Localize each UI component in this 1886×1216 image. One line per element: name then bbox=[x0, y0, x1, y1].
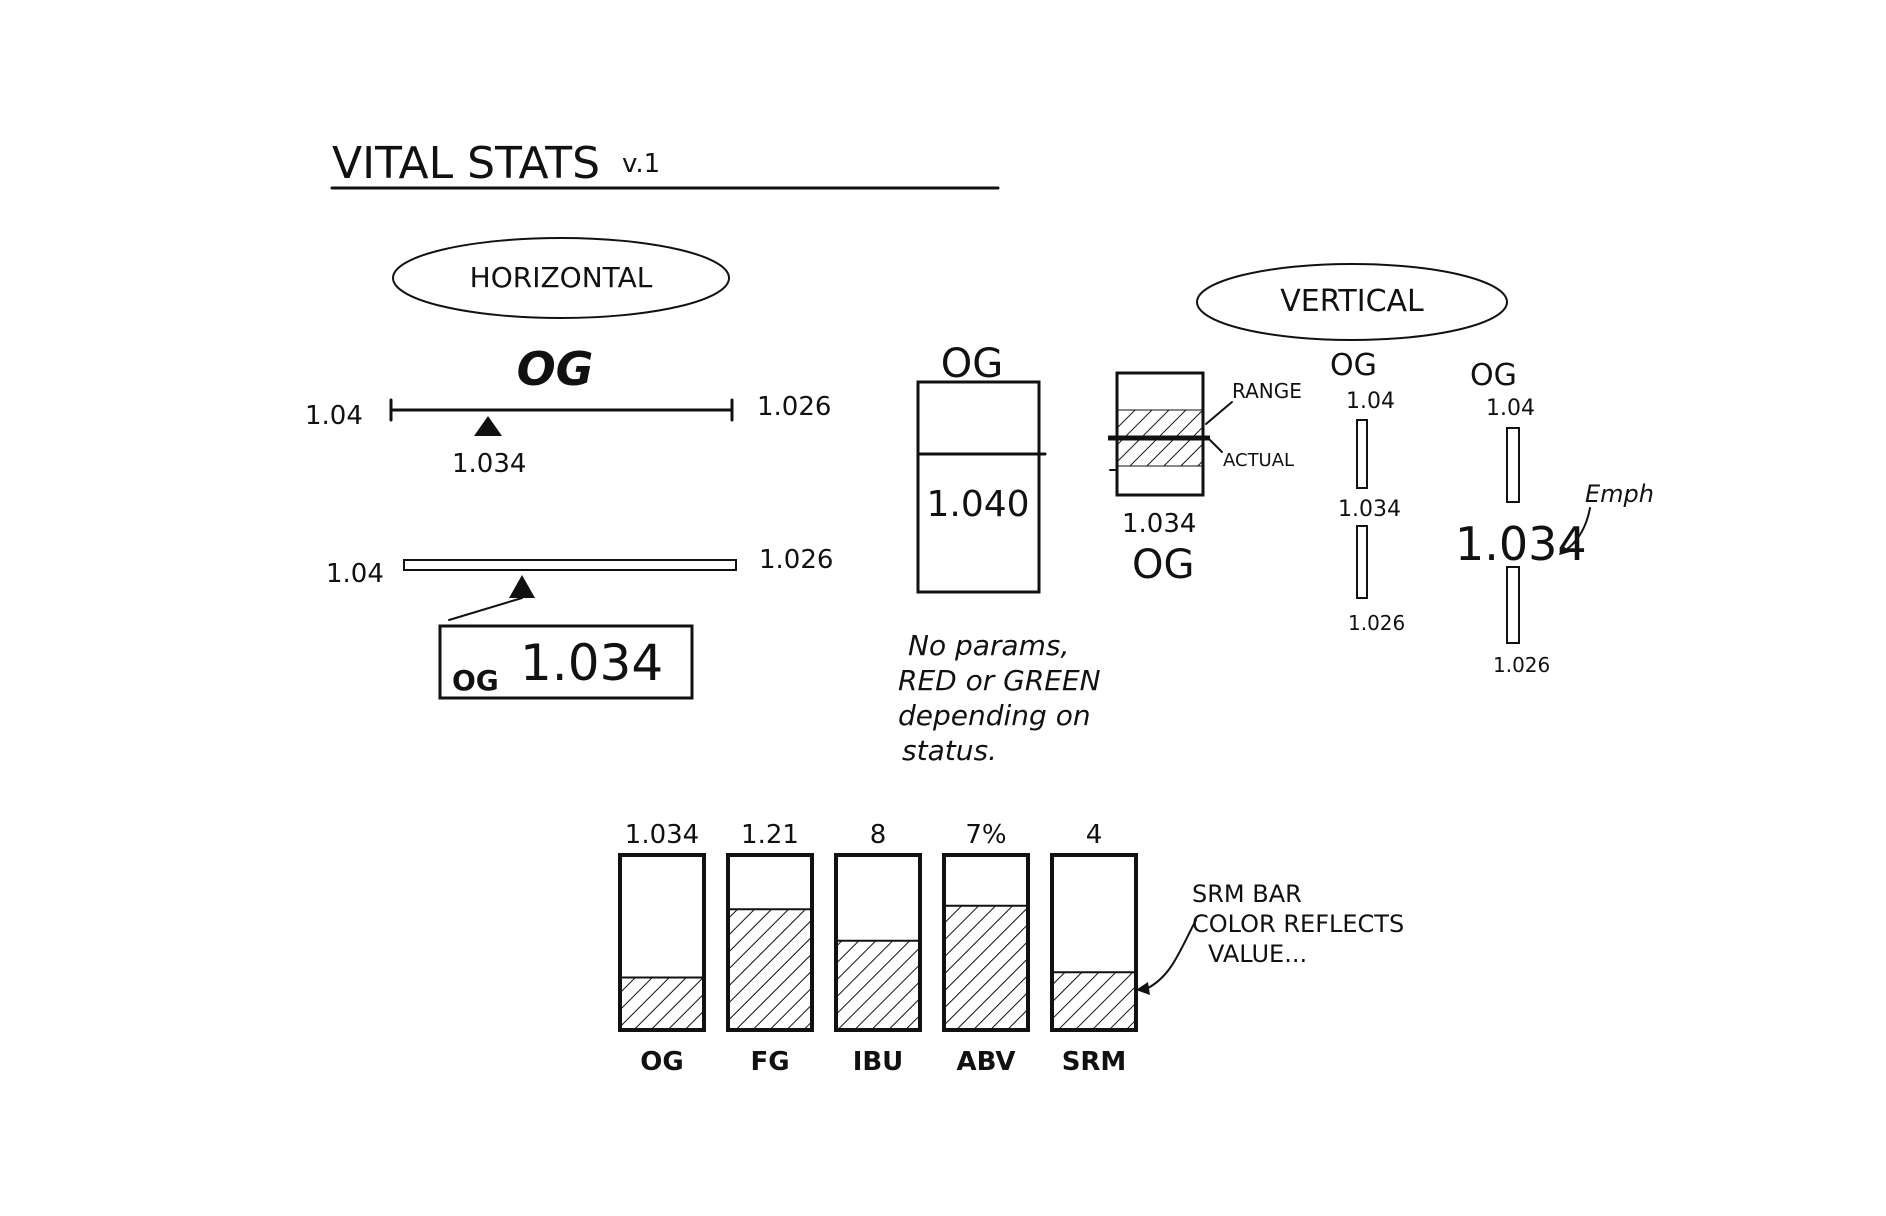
bar-value-label-srm: 4 bbox=[1086, 820, 1103, 850]
marker-callout-line bbox=[448, 597, 523, 621]
bar-category-label-ibu: IBU bbox=[853, 1047, 904, 1077]
version-label: v.1 bbox=[622, 149, 660, 179]
horizontal-scale-1: 1.04 1.026 1.034 bbox=[305, 392, 831, 479]
status-note: No params, RED or GREEN depending on sta… bbox=[898, 629, 1101, 767]
bar-4-top-label: 1.04 bbox=[1486, 396, 1535, 421]
srm-note-arrow-head bbox=[1136, 982, 1150, 995]
note-line-3: depending on bbox=[898, 699, 1091, 732]
readout-value: 1.034 bbox=[520, 634, 663, 692]
bar-4-upper-segment bbox=[1506, 427, 1520, 503]
bar-value-label-fg: 1.21 bbox=[741, 820, 799, 850]
vertical-label: VERTICAL bbox=[1280, 284, 1424, 319]
horizontal-label-bubble bbox=[392, 237, 730, 319]
box-1-heading: OG bbox=[941, 341, 1003, 387]
bar-category-label-fg: FG bbox=[750, 1047, 789, 1077]
bar-3-top-label: 1.04 bbox=[1346, 389, 1395, 414]
bar-frame-abv bbox=[942, 853, 1030, 1032]
box-2-actual-label: ACTUAL bbox=[1223, 450, 1294, 471]
bar-3-upper-segment bbox=[1356, 419, 1368, 489]
srm-note-line-3: VALUE... bbox=[1208, 940, 1307, 968]
bar-frame-ibu bbox=[834, 853, 922, 1032]
box-2-footer: OG bbox=[1132, 542, 1194, 588]
bar-fill-og bbox=[619, 977, 705, 1031]
bar-value-label-ibu: 8 bbox=[870, 820, 887, 850]
bar-value-label-og: 1.034 bbox=[625, 820, 699, 850]
readout-box bbox=[438, 624, 694, 700]
note-line-1: No params, bbox=[908, 629, 1069, 662]
box-2-range-pointer bbox=[1205, 401, 1233, 425]
vertical-label-bubble bbox=[1196, 263, 1508, 341]
box-2-actual-pointer bbox=[1209, 439, 1223, 453]
bar-3-heading: OG bbox=[1330, 348, 1377, 383]
note-line-2: RED or GREEN bbox=[898, 664, 1101, 697]
bar-4-mid-label: 1.034 bbox=[1455, 517, 1587, 571]
bar-frame-og bbox=[618, 853, 706, 1032]
srm-note-line-2: COLOR REFLECTS bbox=[1192, 910, 1404, 938]
bar-frame-srm bbox=[1050, 853, 1138, 1032]
scale-1-marker bbox=[474, 416, 502, 436]
vertical-bar-4: OG 1.04 1.034 1.026 Emph bbox=[1455, 358, 1654, 677]
scale-1-marker-label: 1.034 bbox=[452, 449, 526, 479]
box-2-range-label: RANGE bbox=[1232, 379, 1302, 403]
bar-category-label-srm: SRM bbox=[1062, 1047, 1127, 1077]
box-1-frame bbox=[916, 380, 1041, 594]
bar-4-lower-segment bbox=[1506, 566, 1520, 644]
bar-fill-ibu bbox=[835, 940, 921, 1031]
bar-category-label-abv: ABV bbox=[956, 1047, 1015, 1077]
bar-3-bottom-label: 1.026 bbox=[1348, 611, 1405, 635]
vertical-bar-3: OG 1.04 1.034 1.026 bbox=[1330, 348, 1405, 635]
bar-4-arrow-head bbox=[1559, 545, 1570, 555]
scale-1-left-label: 1.04 bbox=[305, 401, 363, 431]
scale-2-track bbox=[403, 559, 737, 571]
bar-4-heading: OG bbox=[1470, 358, 1517, 393]
bar-4-bottom-label: 1.026 bbox=[1493, 653, 1550, 677]
srm-annotation: SRM BAR COLOR REFLECTS VALUE... bbox=[1136, 880, 1404, 995]
scale-1-right-label: 1.026 bbox=[757, 392, 831, 422]
scale-2-right-label: 1.026 bbox=[759, 545, 833, 575]
bar-category-label-og: OG bbox=[640, 1047, 683, 1077]
readout-label: OG bbox=[452, 664, 499, 697]
box-2-value: 1.034 bbox=[1122, 509, 1196, 539]
bar-fill-fg bbox=[727, 908, 813, 1031]
bar-3-lower-segment bbox=[1356, 525, 1368, 599]
horizontal-scale-2: 1.04 1.026 OG 1.034 bbox=[326, 545, 833, 700]
srm-note-line-1: SRM BAR bbox=[1192, 880, 1302, 908]
scale-2-marker bbox=[509, 575, 535, 598]
scale-2-left-label: 1.04 bbox=[326, 559, 384, 589]
vertical-box-1: OG 1.040 bbox=[916, 341, 1047, 594]
page-title: VITAL STATS bbox=[332, 138, 600, 189]
bar-frame-fg bbox=[726, 853, 814, 1032]
bar-fill-abv bbox=[943, 905, 1029, 1031]
bar-fill-srm bbox=[1051, 971, 1137, 1031]
srm-note-arrow bbox=[1147, 919, 1197, 989]
horizontal-label: HORIZONTAL bbox=[470, 261, 653, 294]
note-line-4: status. bbox=[902, 734, 997, 767]
horizontal-heading: OG bbox=[517, 342, 594, 396]
bar-value-label-abv: 7% bbox=[965, 820, 1006, 850]
box-1-value: 1.040 bbox=[926, 484, 1029, 525]
bar-3-mid-label: 1.034 bbox=[1338, 497, 1401, 522]
bar-4-annotation: Emph bbox=[1585, 480, 1654, 508]
vertical-box-2: RANGE ACTUAL 1.034 OG bbox=[1108, 371, 1302, 588]
